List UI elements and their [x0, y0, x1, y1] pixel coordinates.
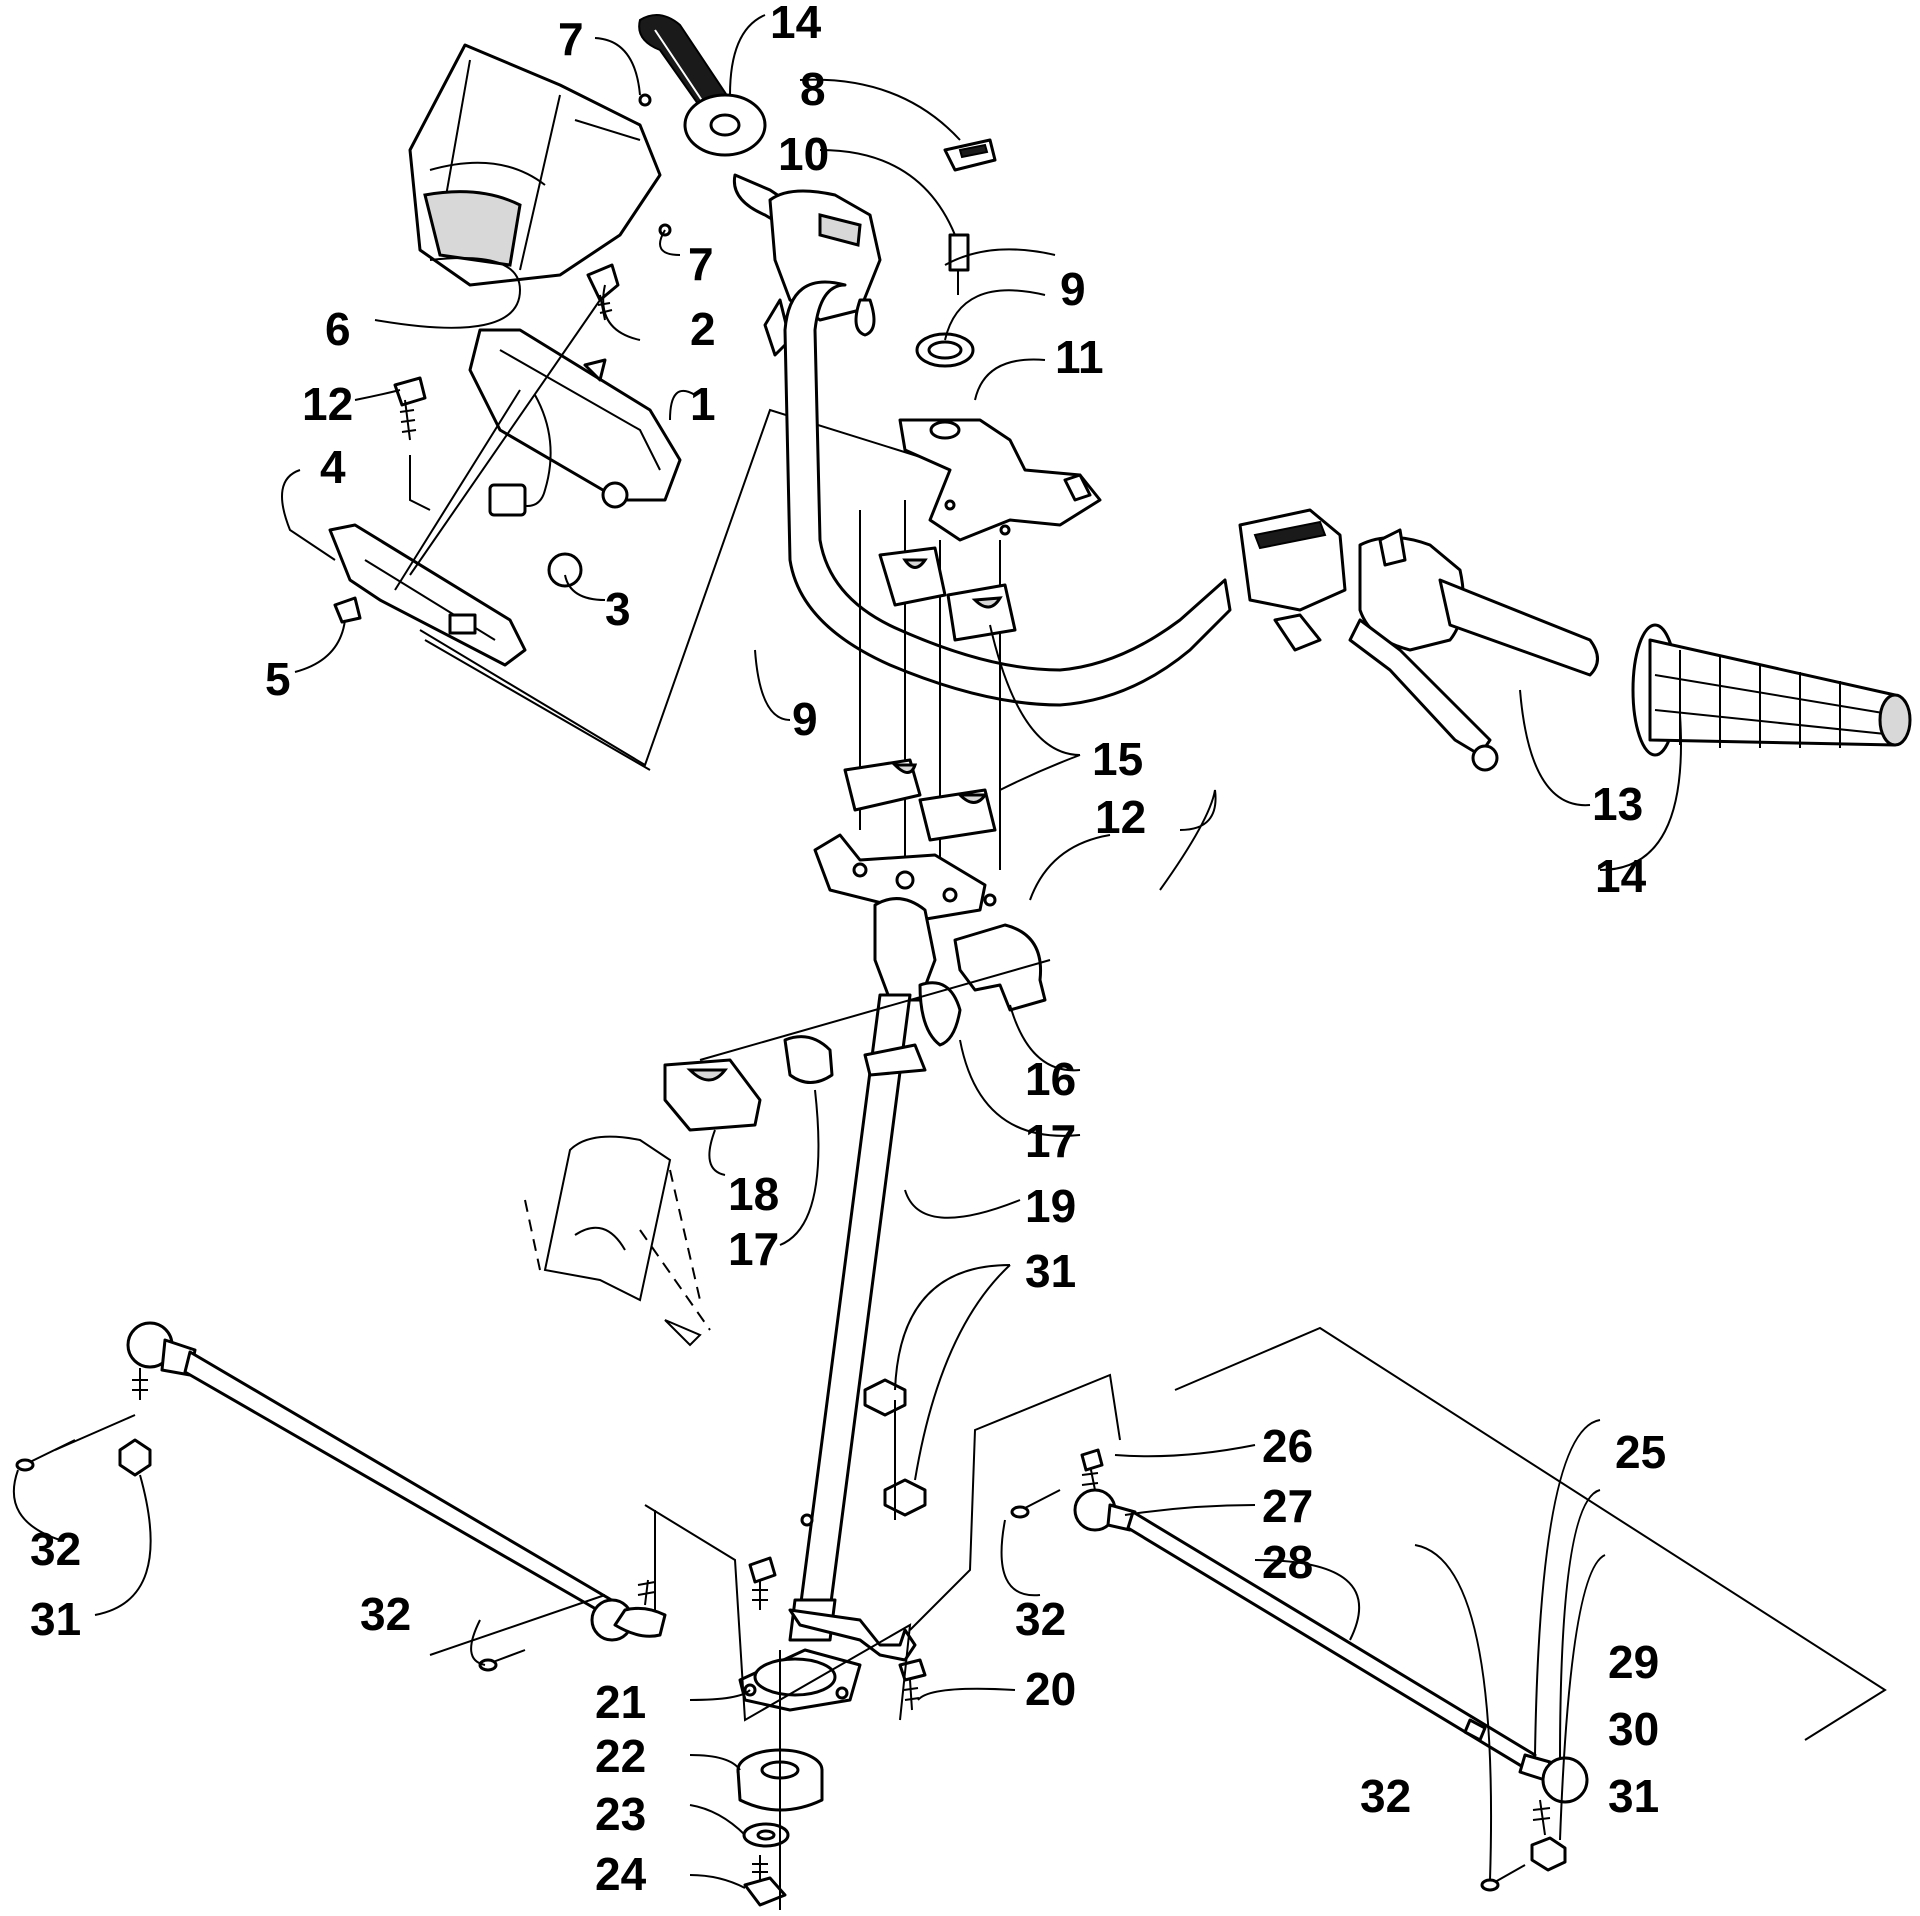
speedometer: [468, 328, 682, 588]
callout-21: 21: [595, 1676, 646, 1728]
callout-29: 29: [1608, 1636, 1659, 1688]
callout-23: 23: [595, 1788, 646, 1840]
callout-numbers: 7 14 8 10 7 9 6 2 11 12 1 4 3 5 9 15 12 …: [30, 0, 1666, 1900]
brake-lever: [1348, 618, 1499, 772]
assembly-line: [424, 639, 651, 771]
frame-mount: [524, 1135, 711, 1347]
callout-31: 31: [30, 1593, 81, 1645]
brake-master-cylinder: [1238, 508, 1347, 652]
key: [943, 138, 997, 295]
assembly-line: [394, 389, 521, 591]
callout-1: 1: [690, 378, 716, 430]
throttle-switch-housing: [732, 173, 882, 357]
callout-5: 5: [265, 653, 291, 705]
cotter-pin-right-lower: [1480, 1864, 1526, 1892]
ignition-nut: [915, 332, 975, 368]
assembly-line: [419, 408, 931, 767]
lower-clamp-left: [843, 758, 922, 812]
callout-14: 14: [770, 0, 822, 48]
callout-32: 32: [1015, 1593, 1066, 1645]
callout-32: 32: [30, 1523, 81, 1575]
bearing-flange: [738, 1648, 862, 1712]
callout-7: 7: [688, 238, 714, 290]
headlight-cover: [408, 43, 662, 287]
callout-20: 20: [1025, 1663, 1076, 1715]
bottom-bolt: [743, 1855, 787, 1907]
callout-12: 12: [1095, 791, 1146, 843]
callout-28: 28: [1262, 1536, 1313, 1588]
callout-3: 3: [605, 583, 631, 635]
callout-11: 11: [1055, 331, 1104, 383]
callout-9: 9: [792, 693, 818, 745]
kit-bracket: [1174, 1326, 1887, 1741]
bolt-12-left: [393, 376, 427, 441]
callout-31: 31: [1025, 1245, 1076, 1297]
upper-clamp-right: [946, 583, 1017, 642]
assembly-line: [429, 1594, 606, 1656]
assembly-line: [409, 299, 601, 576]
handlebar: [783, 280, 1232, 707]
callout-15: 15: [1092, 733, 1143, 785]
callout-12: 12: [302, 378, 353, 430]
ignition-bracket: [898, 418, 1102, 542]
callout-22: 22: [595, 1730, 646, 1782]
callout-4: 4: [320, 441, 346, 493]
callout-10: 10: [778, 128, 829, 180]
washer: [742, 1822, 790, 1848]
callout-19: 19: [1025, 1180, 1076, 1232]
callout-25: 25: [1615, 1426, 1666, 1478]
bolt-post-left: [748, 1556, 777, 1610]
assembly-line: [699, 959, 1051, 1061]
bushing-17-left: [783, 1035, 834, 1084]
callout-14: 14: [1595, 850, 1647, 902]
handlebar-mount: [813, 833, 997, 922]
callout-9: 9: [1060, 263, 1086, 315]
right-grip: [1631, 623, 1912, 757]
cotter-pin-lower: [478, 1649, 526, 1672]
mount-bracket: [328, 523, 527, 667]
post-flange: [863, 1043, 927, 1077]
right-grip-end: [1438, 578, 1599, 677]
assembly-line: [409, 455, 431, 511]
lower-clamp-right: [918, 788, 997, 842]
cotter-pin-left: [15, 1439, 76, 1472]
nut-upper: [863, 1378, 907, 1417]
callout-8: 8: [800, 63, 826, 115]
callout-13: 13: [1592, 778, 1643, 830]
callout-2: 2: [690, 303, 716, 355]
tie-rod-right: [1073, 1448, 1589, 1872]
bushing-17-right: [918, 981, 962, 1047]
callout-16: 16: [1025, 1053, 1076, 1105]
post-bracket: [788, 1608, 917, 1662]
callout-7: 7: [558, 13, 584, 65]
callout-32: 32: [1360, 1770, 1411, 1822]
leader-lines: [12, 14, 1682, 1889]
callout-6: 6: [325, 303, 351, 355]
left-grip: [638, 14, 767, 157]
callout-32: 32: [360, 1588, 411, 1640]
callout-18: 18: [728, 1168, 779, 1220]
callout-17: 17: [728, 1223, 779, 1275]
callout-31: 31: [1608, 1770, 1659, 1822]
nut-lower: [883, 1478, 927, 1517]
steering-post: [788, 897, 937, 1642]
callout-24: 24: [595, 1848, 647, 1900]
cotter-pin-right-upper: [1010, 1489, 1061, 1519]
callout-26: 26: [1262, 1420, 1313, 1472]
tie-rod-left: [118, 1321, 667, 1642]
assembly-line: [909, 1373, 1121, 1631]
steering-clamp-18: [663, 1058, 762, 1132]
callout-27: 27: [1262, 1480, 1313, 1532]
steering-clamp-16: [953, 923, 1047, 1012]
callout-17: 17: [1025, 1115, 1076, 1167]
assembly-line: [644, 1504, 912, 1722]
callout-30: 30: [1608, 1703, 1659, 1755]
upper-clamp-left: [878, 546, 947, 607]
